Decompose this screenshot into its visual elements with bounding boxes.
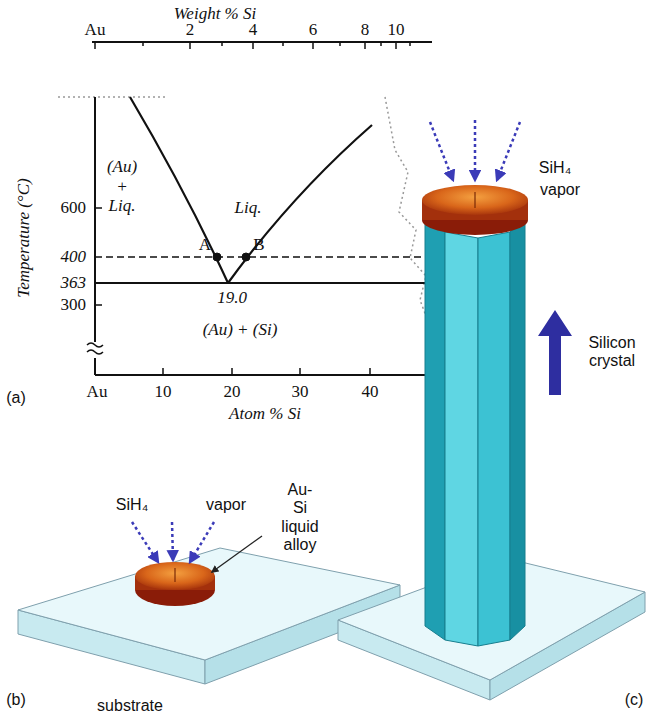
tick-label: 30 xyxy=(292,382,309,402)
tick-label: 8 xyxy=(361,20,370,40)
droplet-mark xyxy=(174,568,175,582)
tick-label: 20 xyxy=(224,382,241,402)
region-label: (Au) + Liq. xyxy=(107,157,137,216)
crystal-face xyxy=(425,218,445,640)
eutectic-composition: 19.0 xyxy=(217,288,247,308)
temperature-axis xyxy=(94,97,96,375)
tick-label: 300 xyxy=(61,295,87,315)
gas-label: vapor xyxy=(540,181,580,199)
gas-label: SiH₄ xyxy=(539,159,571,177)
tick-label: 6 xyxy=(309,20,318,40)
axis-title: Atom % Si xyxy=(229,404,301,424)
axis-title: Temperature (°C) xyxy=(14,178,34,297)
droplet-label: Au-Si liquid alloy xyxy=(281,481,318,555)
gas-label: vapor xyxy=(206,496,246,514)
vapor-arrows xyxy=(430,120,520,180)
crystal-face xyxy=(510,218,525,640)
tick-label: 10 xyxy=(155,382,172,402)
growth-arrow xyxy=(538,310,572,395)
point-b xyxy=(242,253,250,261)
region-label: Liq. xyxy=(235,198,262,218)
tick-label: 4 xyxy=(249,20,258,40)
au-si-droplet xyxy=(422,185,528,215)
au-si-droplet xyxy=(135,562,215,590)
gas-label: SiH₄ xyxy=(116,496,148,514)
panel-c-illustration xyxy=(338,120,645,700)
substrate-top xyxy=(18,548,400,660)
tick-label: 2 xyxy=(186,20,195,40)
liquidus-right xyxy=(228,125,372,283)
phase-diagram xyxy=(58,42,432,375)
panel-label: (c) xyxy=(625,691,644,709)
point-label: B xyxy=(253,235,264,255)
liquidus-left xyxy=(130,97,228,283)
tick-label: Au xyxy=(85,20,106,40)
region-label: (Au) + (Si) xyxy=(203,320,278,340)
weight-ticks xyxy=(95,42,410,49)
panel-b-illustration xyxy=(18,522,400,684)
tick-label: 40 xyxy=(362,382,379,402)
substrate-label: substrate xyxy=(97,697,163,715)
crystal-label: Silicon crystal xyxy=(588,334,635,371)
droplet-mark xyxy=(474,192,475,208)
panel-label: (a) xyxy=(6,389,26,407)
tick-label: 400 xyxy=(61,247,87,267)
panel-label: (b) xyxy=(6,691,26,709)
crystal-face xyxy=(478,232,510,646)
point-label: A xyxy=(199,235,211,255)
tick-label: 10 xyxy=(388,20,405,40)
vapor-arrows xyxy=(132,522,214,562)
crystal-face xyxy=(445,232,478,646)
dotted-boundary xyxy=(58,96,165,98)
tick-label: Au xyxy=(87,382,108,402)
axis-break xyxy=(87,343,103,354)
tick-label: 600 xyxy=(61,198,87,218)
atom-ticks xyxy=(163,368,370,375)
point-a xyxy=(213,253,221,261)
atom-axis xyxy=(95,374,432,376)
leader-arrow xyxy=(212,536,262,572)
isotherm-400 xyxy=(95,256,432,258)
tick-label: 363 xyxy=(61,273,87,293)
eutectic-line xyxy=(95,282,432,284)
